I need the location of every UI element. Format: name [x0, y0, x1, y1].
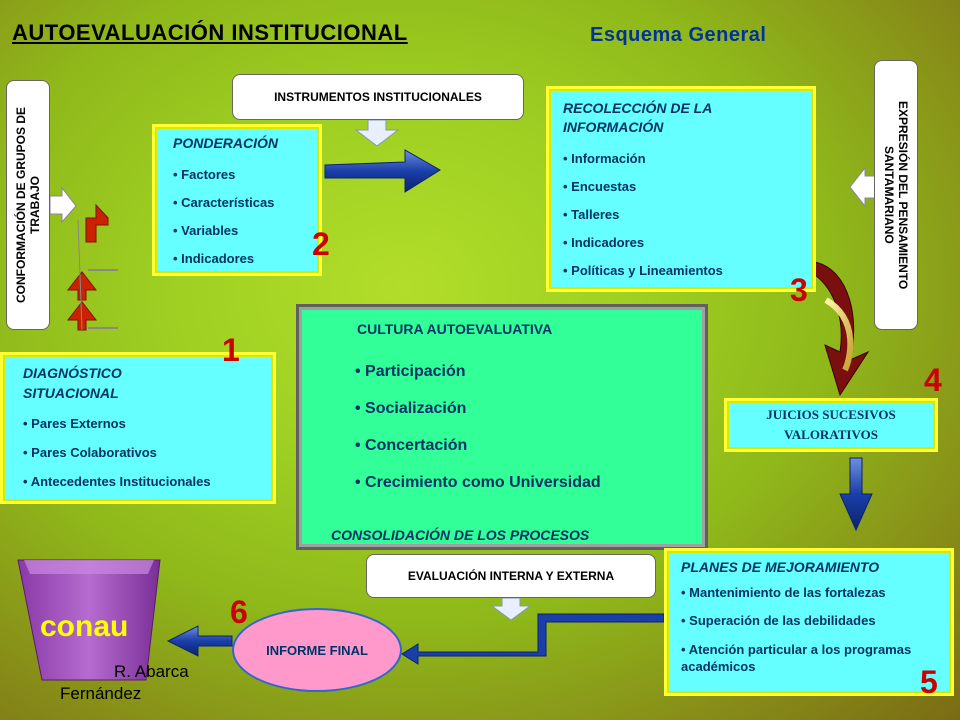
diagnostico-heading: DIAGNÓSTICO SITUACIONAL: [23, 365, 122, 401]
cultura-item: Participación: [355, 353, 601, 390]
recoleccion-box: RECOLECCIÓN DE LA INFORMACIÓN Informació…: [546, 86, 816, 292]
conau-logo-text: conau: [40, 610, 129, 643]
arrow-expresion-left: [849, 166, 876, 208]
recoleccion-item: Encuestas: [563, 173, 803, 201]
cultura-item: Concertación: [355, 427, 601, 464]
ponderacion-box: PONDERACIÓN Factores Características Var…: [152, 124, 322, 276]
cultura-item: Crecimiento como Universidad: [355, 464, 601, 501]
step-number-3: 3: [790, 272, 808, 308]
author-line2: Fernández: [60, 684, 142, 703]
recoleccion-item: Talleres: [563, 201, 803, 229]
planes-box: PLANES DE MEJORAMIENTO Mantenimiento de …: [664, 548, 954, 696]
ponderacion-item: Variables: [173, 217, 309, 245]
diagnostico-item: Antecedentes Institucionales: [23, 467, 263, 496]
arrow-informe-to-conau: [166, 625, 233, 657]
cultura-footer: CONSOLIDACIÓN DE LOS PROCESOS: [331, 527, 590, 543]
ponderacion-item: Características: [173, 189, 309, 217]
juicios-box: JUICIOS SUCESIVOS VALORATIVOS: [724, 398, 938, 452]
ponderacion-heading: PONDERACIÓN: [173, 135, 279, 151]
red-arrows-stack: [66, 203, 118, 331]
step-number-5: 5: [920, 664, 938, 700]
step-number-6: 6: [230, 594, 248, 630]
cultura-heading: CULTURA AUTOEVALUATIVA: [357, 321, 553, 337]
conformacion-label: CONFORMACIÓN DE GRUPOS DE TRABAJO: [14, 107, 42, 304]
evaluacion-label: EVALUACIÓN INTERNA Y EXTERNA: [407, 569, 615, 583]
page-title: AUTOEVALUACIÓN INSTITUCIONAL: [12, 20, 408, 45]
leaf-arrow-3-to-4: [814, 261, 870, 397]
planes-item: Mantenimiento de las fortalezas: [681, 579, 943, 607]
ponderacion-item: Indicadores: [173, 245, 309, 273]
step-number-2: 2: [312, 226, 330, 262]
recoleccion-item: Indicadores: [563, 229, 803, 257]
author-line1: R. Abarca: [114, 662, 189, 681]
arrow-planes-to-informe: [401, 613, 665, 665]
step-number-4: 4: [924, 362, 942, 398]
arrow-instrumentos-down: [354, 119, 400, 147]
informe-final-ellipse: INFORME FINAL: [232, 608, 402, 692]
planes-item: Superación de las debilidades: [681, 607, 943, 635]
recoleccion-item: Políticas y Lineamientos: [563, 257, 803, 285]
arrow-evaluacion-down: [490, 597, 532, 621]
expresion-box: EXPRESIÓN DEL PENSAMIENTO SANTAMARIANO: [874, 60, 918, 330]
ponderacion-item: Factores: [173, 161, 309, 189]
recoleccion-item: Información: [563, 145, 803, 173]
instrumentos-box: INSTRUMENTOS INSTITUCIONALES: [232, 74, 524, 120]
conformacion-box: CONFORMACIÓN DE GRUPOS DE TRABAJO: [6, 80, 50, 330]
evaluacion-box: EVALUACIÓN INTERNA Y EXTERNA: [366, 554, 656, 598]
expresion-label: EXPRESIÓN DEL PENSAMIENTO SANTAMARIANO: [882, 100, 910, 290]
page-subtitle: Esquema General: [590, 24, 767, 46]
cultura-item: Socialización: [355, 390, 601, 427]
diagnostico-item: Pares Colaborativos: [23, 438, 263, 467]
arrow-conformacion-right: [49, 186, 77, 224]
informe-final-label: INFORME FINAL: [266, 642, 368, 658]
juicios-label: JUICIOS SUCESIVOS VALORATIVOS: [766, 407, 896, 442]
arrow-ponderacion-to-recoleccion: [324, 149, 441, 193]
instrumentos-label: INSTRUMENTOS INSTITUCIONALES: [274, 90, 482, 104]
recoleccion-heading: RECOLECCIÓN DE LA INFORMACIÓN: [563, 100, 712, 135]
cultura-box: CULTURA AUTOEVALUATIVA Participación Soc…: [296, 304, 708, 550]
planes-heading: PLANES DE MEJORAMIENTO: [681, 559, 880, 575]
diagnostico-box: DIAGNÓSTICO SITUACIONAL Pares Externos P…: [0, 352, 276, 504]
arrow-juicios-down: [839, 457, 873, 532]
step-number-1: 1: [222, 332, 240, 368]
planes-item: Atención particular a los programas acad…: [681, 641, 943, 675]
diagnostico-item: Pares Externos: [23, 409, 263, 438]
conau-logo-shape: [17, 559, 161, 681]
